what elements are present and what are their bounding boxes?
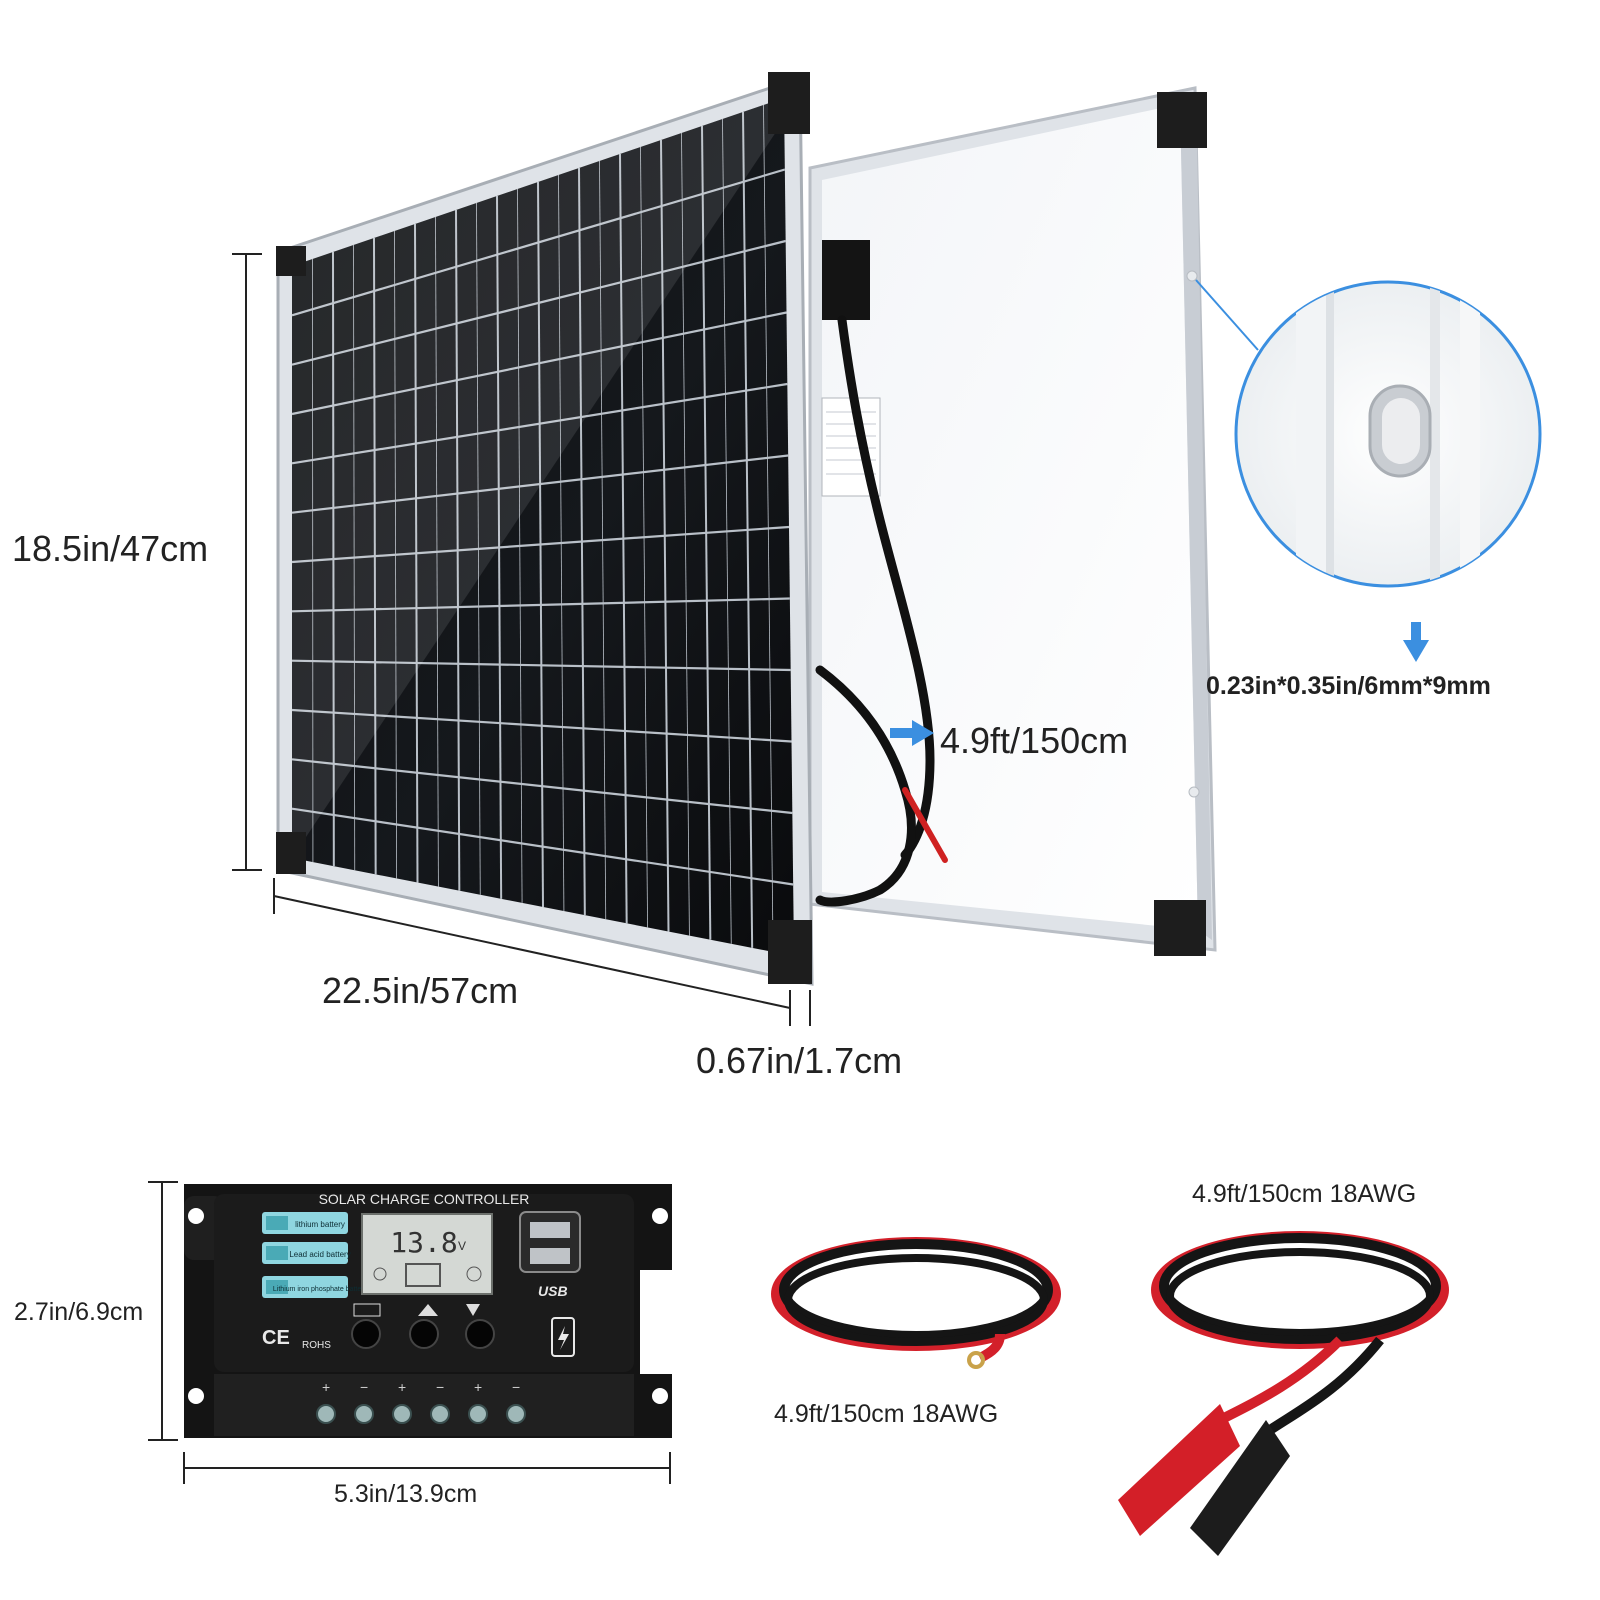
svg-text:−: − bbox=[512, 1379, 520, 1395]
rohs-mark: ROHS bbox=[302, 1340, 331, 1351]
svg-text:+: + bbox=[474, 1379, 482, 1395]
corner-guard bbox=[768, 72, 810, 134]
svg-text:−: − bbox=[360, 1379, 368, 1395]
cell-col-line bbox=[599, 160, 607, 920]
corner-guard bbox=[276, 246, 306, 276]
ce-mark: CE bbox=[262, 1327, 290, 1349]
panel-cable-label: 4.9ft/150cm bbox=[940, 720, 1129, 761]
corner-guard bbox=[1154, 900, 1206, 956]
controller-height-label: 2.7in/6.9cm bbox=[14, 1298, 144, 1326]
cell-col-line bbox=[455, 209, 461, 891]
mode-lifepo4: Lithium iron phosphate battery bbox=[273, 1286, 368, 1293]
phone-charge-icon bbox=[551, 1317, 575, 1357]
usb-port-icon bbox=[519, 1211, 581, 1273]
svg-text:+: + bbox=[322, 1379, 330, 1395]
panel-height-label: 18.5in/47cm bbox=[12, 528, 209, 569]
corner-guard bbox=[276, 832, 306, 874]
corner-guard bbox=[1157, 92, 1207, 148]
lcd-screen bbox=[361, 1213, 493, 1295]
panel-back bbox=[808, 86, 1217, 956]
panel-front bbox=[276, 72, 814, 986]
panel-cable bbox=[837, 315, 935, 860]
arrow-down-icon bbox=[1403, 622, 1429, 662]
dimension-lines bbox=[232, 253, 811, 1026]
mode-lead-acid: Lead acid battery bbox=[289, 1250, 350, 1259]
controller-width-label: 5.3in/13.9cm bbox=[334, 1480, 478, 1508]
cable-ring-terminal bbox=[771, 1237, 1061, 1369]
set-button[interactable] bbox=[351, 1319, 381, 1349]
cell-col-line bbox=[619, 153, 628, 924]
cable-ring-label: 4.9ft/150cm 18AWG bbox=[774, 1400, 999, 1428]
cell-col-line bbox=[722, 118, 732, 944]
up-button[interactable] bbox=[409, 1319, 439, 1349]
cell-col-line bbox=[496, 195, 503, 899]
cell-col-line bbox=[414, 223, 419, 883]
cell-col-line bbox=[517, 188, 523, 903]
cell-col-line bbox=[660, 139, 670, 932]
cell-col-line bbox=[681, 132, 690, 936]
cell-col-line bbox=[537, 181, 544, 908]
usb-label: USB bbox=[538, 1283, 568, 1299]
panel-width-label: 22.5in/57cm bbox=[322, 970, 519, 1011]
cell-col-line bbox=[578, 167, 586, 916]
junction-box bbox=[822, 240, 870, 320]
cell-col-line bbox=[373, 237, 377, 875]
cable-clip-label: 4.9ft/150cm 18AWG bbox=[1192, 1180, 1417, 1208]
cell-col-line bbox=[742, 111, 754, 948]
cable-alligator-clips bbox=[1118, 1231, 1449, 1556]
magnifier-icon bbox=[1195, 279, 1542, 588]
arrow-right-icon bbox=[890, 720, 934, 746]
charge-controller: SOLAR CHARGE CONTROLLER lithium battery … bbox=[148, 1181, 672, 1484]
cell-col-line bbox=[701, 125, 712, 940]
cell-col-line bbox=[763, 104, 774, 952]
cell-col-line bbox=[353, 244, 356, 871]
cell-col-line bbox=[558, 174, 565, 912]
lcd-reading: 13.8 bbox=[390, 1226, 457, 1259]
lcd-unit: V bbox=[458, 1239, 466, 1253]
cell-col-line bbox=[332, 251, 335, 867]
cell-col-line bbox=[435, 216, 439, 887]
cell-col-line bbox=[476, 202, 481, 895]
mount-hole-label: 0.23in*0.35in/6mm*9mm bbox=[1206, 672, 1491, 700]
svg-text:+: + bbox=[398, 1379, 406, 1395]
svg-text:−: − bbox=[436, 1379, 444, 1395]
mode-lithium: lithium battery bbox=[295, 1220, 345, 1229]
panel-depth-label: 0.67in/1.7cm bbox=[696, 1040, 903, 1081]
cell-col-line bbox=[394, 230, 397, 879]
cell-col-line bbox=[640, 146, 648, 928]
controller-title: SOLAR CHARGE CONTROLLER bbox=[319, 1191, 530, 1207]
corner-guard bbox=[768, 920, 812, 984]
down-button[interactable] bbox=[465, 1319, 495, 1349]
